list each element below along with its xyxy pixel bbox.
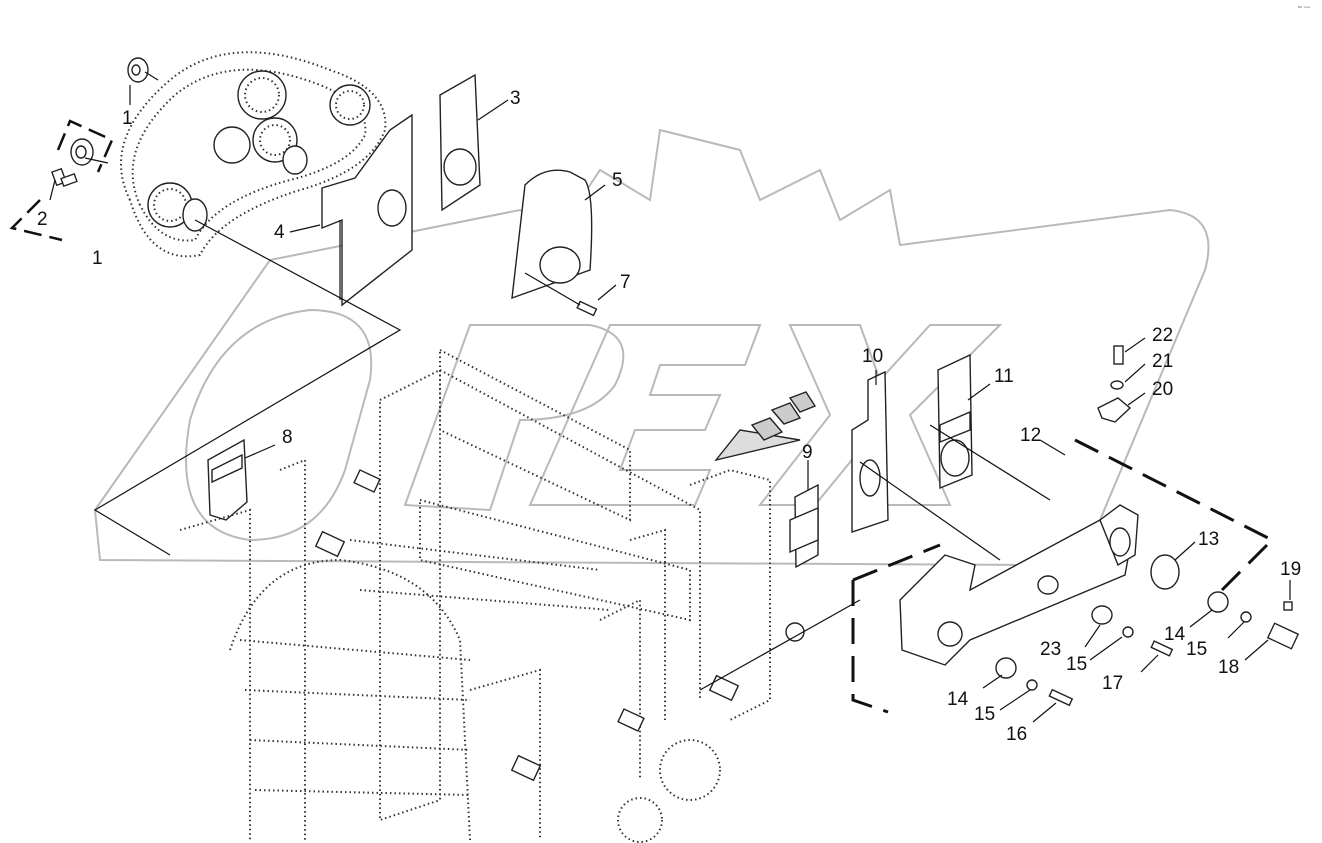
corner-mark: ⁸⁰ ᵒᵒᵃ [1298, 6, 1310, 12]
watermark-logo [93, 128, 1210, 567]
bolt-7 [576, 300, 598, 317]
callout-15b: 15 [1186, 639, 1207, 660]
cover-plate-3 [439, 73, 481, 212]
callout-7: 7 [620, 272, 631, 293]
arm-assembly-12 [851, 438, 1275, 714]
shield-plate-4 [321, 113, 413, 307]
plate-9 [789, 483, 819, 569]
cover-plate-5 [511, 169, 593, 300]
callout-22: 22 [1152, 325, 1173, 346]
callout-3: 3 [510, 88, 521, 109]
callout-19: 19 [1280, 559, 1301, 580]
callout-11: 11 [994, 366, 1014, 387]
machine-frame [179, 348, 771, 843]
direction-arrow [714, 391, 817, 462]
callout-labels: 1 1 2 1 3 4 5 7 8 9 10 11 12 13 14 14 15… [37, 88, 1301, 745]
callout-9: 9 [802, 442, 813, 463]
plate-8 [207, 438, 248, 521]
callout-14a: 14 [1164, 624, 1186, 645]
callout-15c: 15 [974, 704, 995, 725]
callout-8: 8 [282, 427, 293, 448]
callout-14b: 14 [947, 689, 969, 710]
callout-2: 2 [37, 209, 48, 230]
callout-12: 12 [1020, 425, 1041, 446]
callout-23: 23 [1040, 639, 1061, 660]
callout-4: 4 [274, 222, 285, 243]
drive-belt-assembly [120, 51, 387, 258]
callout-13: 13 [1198, 529, 1219, 550]
callout-5: 5 [612, 170, 623, 191]
callout-1a: 1 [122, 108, 133, 129]
callout-20: 20 [1152, 379, 1173, 400]
plate-11 [937, 353, 973, 490]
bearing-kit-box [9, 119, 114, 242]
callout-15a: 15 [1066, 654, 1087, 675]
bearing-part [127, 57, 149, 83]
springs [314, 469, 805, 782]
callout-10: 10 [862, 346, 883, 367]
callout-21: 21 [1152, 351, 1173, 372]
callout-17: 17 [1102, 673, 1123, 694]
callout-16: 16 [1006, 724, 1027, 745]
callout-1b: 1 [92, 248, 103, 269]
small-parts [995, 345, 1300, 707]
callout-18: 18 [1218, 657, 1239, 678]
leader-lines [49, 71, 1291, 723]
plate-10 [851, 370, 889, 533]
